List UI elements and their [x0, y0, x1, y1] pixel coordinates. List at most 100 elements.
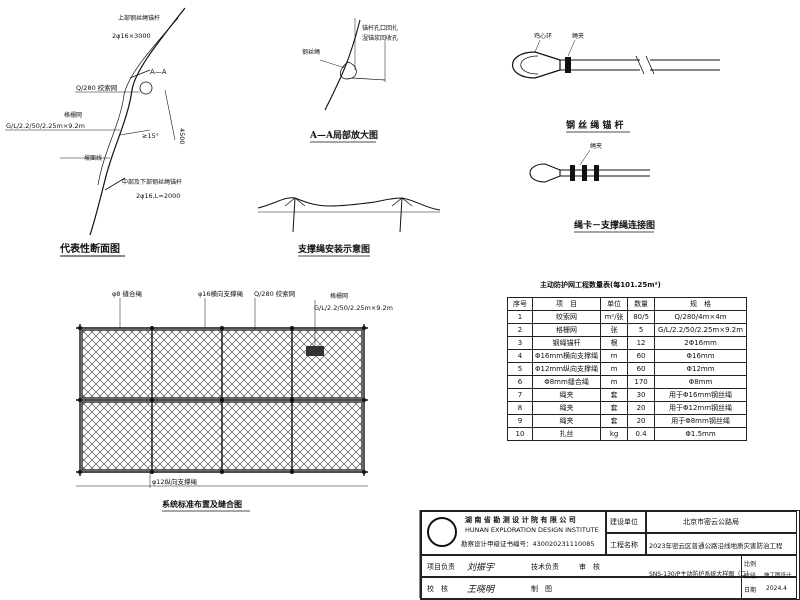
table-cell: 5 [507, 362, 533, 376]
table-cell: Φ16mm横向支撑绳 [531, 349, 602, 363]
clip-connection: 绳夹 绳卡－支撑绳连接图 [529, 142, 655, 233]
support-rope-install: 支撑绳安装示意图 [257, 197, 441, 257]
table-cell: 用于Φ16mm钢丝绳 [654, 388, 747, 402]
slope-label: 坡面线 [84, 154, 102, 162]
section-view: 上部钢丝绳锚杆 2φ16×3000 A—A Q/280 绞索网 格栅网 G/L/… [5, 7, 186, 257]
tech-label: 技术负责 [531, 563, 559, 571]
table-cell: m [600, 375, 629, 389]
table-cell: 用于Φ12mm钢丝绳 [654, 401, 747, 415]
system-layout-title: 系统标准布置及缝合图 [162, 499, 242, 509]
detail-aa: 锚杆孔口回扎 湿锚浆回收孔 钢丝绳 A—A局部放大图 [302, 18, 398, 143]
layout-grille-spec: G/L/2.2/50/2.25m×9.2m [314, 304, 393, 312]
table-cell: G/L/2.2/50/2.25m×9.2m [654, 323, 747, 337]
ring-label: 鸡心环 [534, 32, 552, 40]
table-cell: 2Φ16mm [654, 336, 747, 350]
date-value: 2024.4 [766, 585, 787, 592]
wire-rope-anchor-title: 钢 丝 绳 锚 杆 [566, 119, 624, 131]
table-cell: 6 [507, 375, 533, 389]
tech-signature: 王晓明 [467, 585, 495, 595]
mesh-panel [221, 401, 293, 471]
grille-spec: G/L/2.2/50/2.25m×9.2m [6, 122, 85, 130]
review-label: 审 核 [579, 563, 600, 571]
check-label: 校 核 [427, 585, 448, 593]
draw-label: 制 图 [531, 585, 552, 593]
detail-aa-title: A—A局部放大图 [309, 129, 378, 141]
clip-connection-title: 绳卡－支撑绳连接图 [574, 219, 655, 231]
qty-header-spec: 规 格 [654, 297, 747, 311]
table-cell: Φ12mm纵向支撑绳 [531, 362, 602, 376]
table-cell: 根 [600, 336, 629, 350]
company-logo [427, 517, 457, 547]
table-cell: 12 [627, 336, 656, 350]
section-mark: A—A [150, 68, 167, 76]
table-cell: 170 [627, 375, 656, 389]
wire-rope-anchor: 鸡心环 绳夹 钢 丝 绳 锚 杆 [511, 32, 720, 133]
lead-signature: 刘振宇 [467, 563, 495, 573]
mesh-spec-label: Q/280 绞索网 [76, 83, 117, 92]
table-cell: 绳夹 [531, 414, 602, 428]
connection-clip-label: 绳夹 [590, 142, 602, 150]
table-cell: 扎丝 [531, 427, 602, 441]
client-label: 建设单位 [610, 518, 638, 526]
table-cell: 张 [600, 323, 629, 337]
table-cell: 8 [507, 401, 533, 415]
table-cell: 钢绳锚杆 [531, 336, 602, 350]
support-install-title: 支撑绳安装示意图 [297, 243, 370, 255]
detail-note-1: 锚杆孔口回扎 [362, 24, 398, 32]
table-cell: 7 [507, 388, 533, 402]
table-cell: m [600, 362, 629, 376]
certificate-number: 勘察设计甲级证书编号：430020231110085 [461, 540, 595, 548]
section-title: 代表性断面图 [59, 242, 120, 255]
table-cell: m [600, 349, 629, 363]
project-label: 工程名称 [610, 541, 638, 549]
mesh-panel [291, 329, 363, 399]
angle-label: ≥15° [142, 132, 159, 140]
lead-label: 项目负责 [427, 563, 455, 571]
institute-box [421, 511, 606, 555]
mesh-panel [151, 329, 223, 399]
table-cell: Φ1.5mm [654, 427, 747, 441]
phi8-label: φ8 缝合绳 [112, 289, 142, 298]
client-value: 北京市密云公路局 [683, 518, 739, 526]
table-cell: kg [600, 427, 629, 441]
project-value: 2023年密云区普通公路沿线地质灾害防治工程 [649, 542, 783, 550]
phi12-label: φ12纵向支撑绳 [152, 477, 198, 486]
stage-label: 阶段 [744, 573, 757, 580]
detail-anchor-label: 钢丝绳 [302, 48, 320, 56]
table-cell: 10 [507, 427, 533, 441]
table-cell: 格栅网 [531, 323, 602, 337]
stage-value: 施工图设计 [764, 573, 792, 579]
table-cell: 4 [507, 349, 533, 363]
table-cell: 1 [507, 310, 533, 324]
title-block: 湖 南 省 勘 测 设 计 院 有 限 公 司 HUNAN EXPLORATIO… [420, 510, 800, 600]
bottom-anchor-label: 中部及下部钢丝绳锚杆 [122, 178, 182, 186]
drawing-name: SNS-130/P主动防护系统大样图（二） [649, 571, 753, 578]
mesh-panel [291, 401, 363, 471]
mesh-panel [81, 329, 153, 399]
table-cell: 20 [627, 414, 656, 428]
table-cell: Q/280/4m×4m [654, 310, 747, 324]
mesh-panel [221, 329, 293, 399]
scale-label: 比例 [744, 561, 757, 568]
q280-label: Q/280 绞索网 [254, 289, 295, 298]
table-cell: 2 [507, 323, 533, 337]
table-cell: 30 [627, 388, 656, 402]
table-cell: 套 [600, 401, 629, 415]
qty-header-item: 项 目 [531, 297, 602, 311]
table-cell: 9 [507, 414, 533, 428]
qty-table-title: 主动防护网工程数量表(每101.25m²) [540, 281, 661, 289]
table-cell: 套 [600, 414, 629, 428]
table-cell: Φ12mm [654, 362, 747, 376]
table-cell: 绞索网 [531, 310, 602, 324]
table-cell: 20 [627, 401, 656, 415]
